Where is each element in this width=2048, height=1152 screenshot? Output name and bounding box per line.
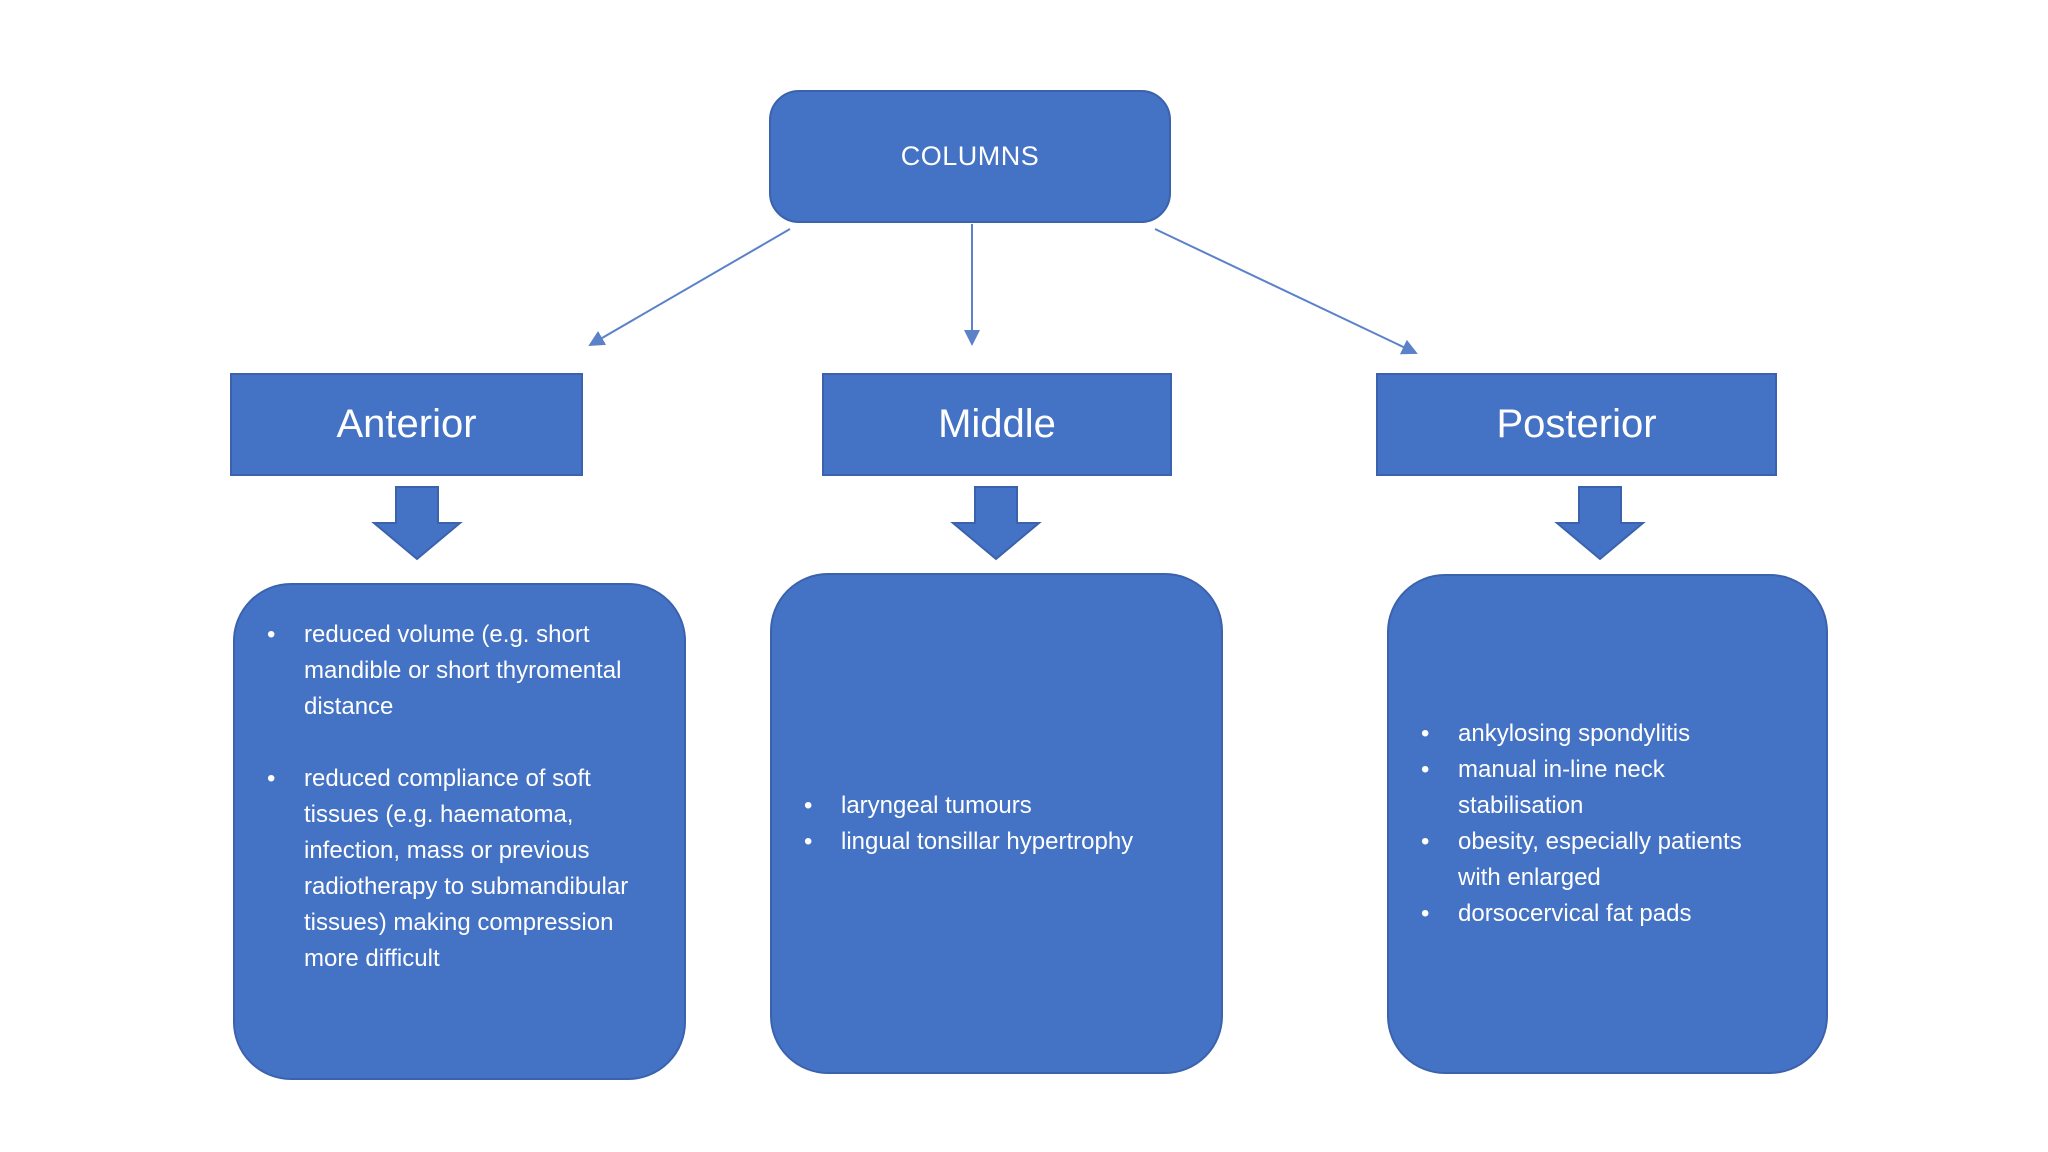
content-box-anterior: reduced volume (e.g. short mandible or s… bbox=[233, 583, 686, 1080]
bullet-item: lingual tonsillar hypertrophy bbox=[804, 824, 1181, 860]
down-block-arrow-middle bbox=[950, 486, 1042, 561]
content-box-middle: laryngeal tumours lingual tonsillar hype… bbox=[770, 573, 1223, 1074]
down-block-arrow-posterior bbox=[1554, 486, 1646, 561]
header-posterior: Posterior bbox=[1376, 373, 1777, 476]
header-anterior-label: Anterior bbox=[336, 402, 477, 446]
posterior-bullet-list: ankylosing spondylitis manual in-line ne… bbox=[1421, 716, 1786, 932]
bullet-item: obesity, especially patients with enlarg… bbox=[1421, 824, 1786, 896]
header-anterior: Anterior bbox=[230, 373, 583, 476]
anterior-bullet-list: reduced volume (e.g. short mandible or s… bbox=[267, 617, 644, 977]
middle-bullet-list: laryngeal tumours lingual tonsillar hype… bbox=[804, 788, 1181, 860]
down-block-arrow-anterior bbox=[371, 486, 463, 561]
connector-columns-to-posterior bbox=[1154, 228, 1418, 355]
header-posterior-label: Posterior bbox=[1496, 402, 1657, 446]
root-node-label: COLUMNS bbox=[900, 141, 1040, 171]
header-middle: Middle bbox=[822, 373, 1172, 476]
root-node-columns: COLUMNS bbox=[769, 90, 1171, 223]
bullet-item: reduced compliance of soft tissues (e.g.… bbox=[267, 761, 644, 977]
bullet-item: dorsocervical fat pads bbox=[1421, 896, 1786, 932]
connector-columns-to-anterior bbox=[588, 228, 791, 347]
bullet-item: reduced volume (e.g. short mandible or s… bbox=[267, 617, 644, 725]
bullet-item: laryngeal tumours bbox=[804, 788, 1181, 824]
bullet-item: ankylosing spondylitis bbox=[1421, 716, 1786, 752]
content-box-posterior: ankylosing spondylitis manual in-line ne… bbox=[1387, 574, 1828, 1074]
bullet-item: manual in-line neck stabilisation bbox=[1421, 752, 1786, 824]
header-middle-label: Middle bbox=[938, 402, 1056, 446]
